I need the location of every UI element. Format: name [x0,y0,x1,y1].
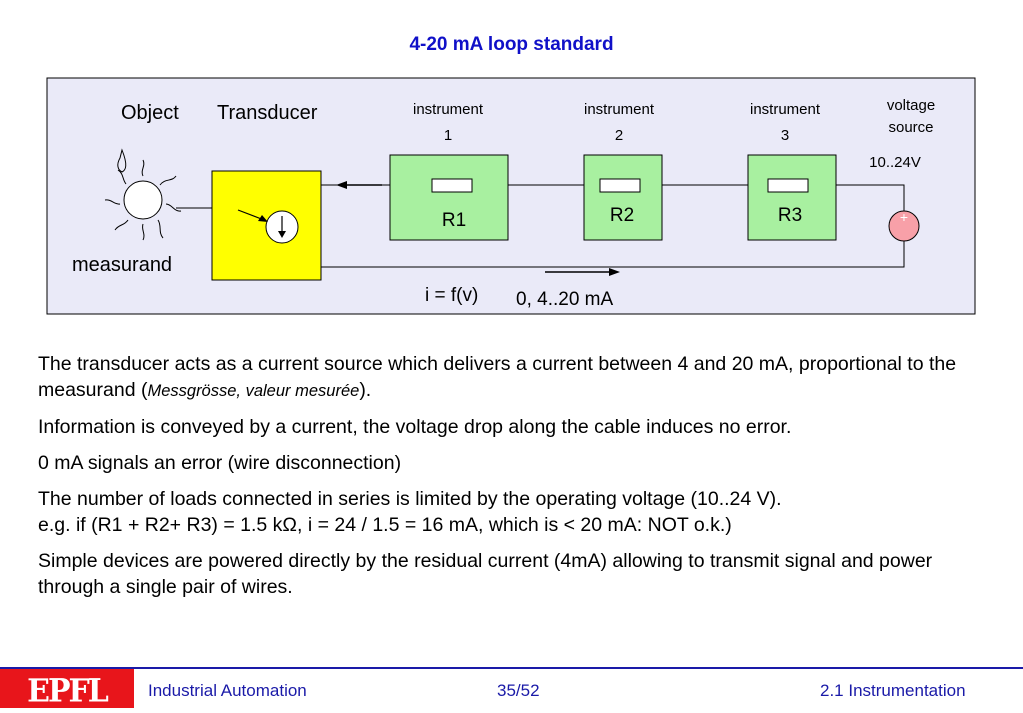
instrument-3-number: 3 [781,127,789,144]
source-label-line1: voltage [887,97,935,114]
resistor-r3-label: R3 [778,205,802,226]
paragraph-3: 0 mA signals an error (wire disconnectio… [38,452,402,474]
instrument-3-label: instrument [750,101,821,118]
instrument-1-box [389,154,509,241]
footer-course: Industrial Automation [148,681,307,700]
transducer-box [211,170,322,281]
measurand-label: measurand [72,254,172,276]
sun-icon [104,148,182,241]
svg-text:EPFL: EPFL [27,673,108,708]
paragraph-5: Simple devices are powered directly by t… [38,550,933,598]
transducer-label: Transducer [217,102,318,124]
footer-section: 2.1 Instrumentation [820,681,966,700]
current-range-label: 0, 4..20 mA [516,289,613,310]
source-label-line2: source [888,119,933,136]
footer-divider [0,667,1023,669]
slide-title: 4-20 mA loop standard [409,34,614,55]
object-label: Object [121,102,179,124]
instrument-2-box [583,154,663,241]
instrument-3-box [747,154,837,241]
source-plus: + [900,209,908,225]
voltage-source-icon [888,210,920,242]
slide-body: The transducer acts as a current source … [38,351,998,610]
loop-diagram: + Object Transducer measurand instrument… [46,77,976,315]
epfl-logo: EPFL [0,669,134,710]
transducer-arrow [237,209,265,221]
current-function-label: i = f(v) [425,285,478,306]
instrument-2-number: 2 [615,127,623,144]
footer-page-number: 35/52 [497,681,540,700]
paragraph-4: The number of loads connected in series … [38,488,782,536]
instrument-1-number: 1 [444,127,452,144]
source-voltage: 10..24V [869,154,921,171]
resistor-r1-label: R1 [442,210,466,231]
paragraph-2: Information is conveyed by a current, th… [38,416,792,438]
paragraph-1: The transducer acts as a current source … [38,353,957,401]
instrument-1-label: instrument [413,101,484,118]
resistor-r2-label: R2 [610,205,634,226]
instrument-2-label: instrument [584,101,655,118]
